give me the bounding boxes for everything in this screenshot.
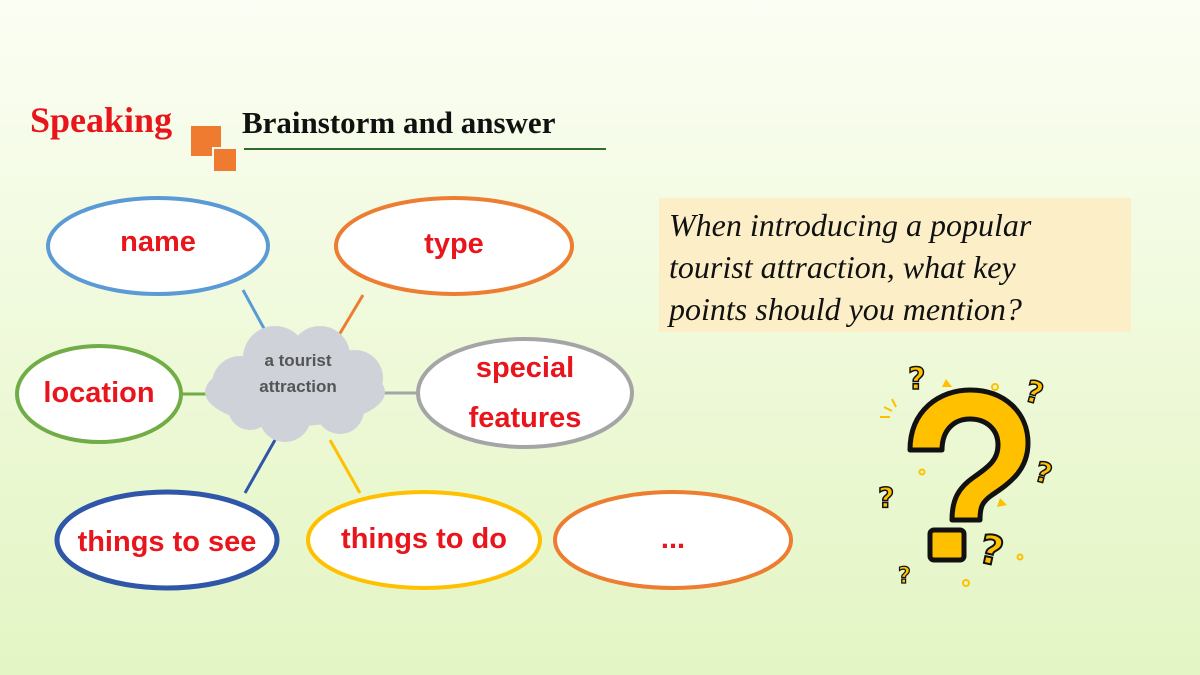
center-label-line1: a tourist (264, 351, 332, 370)
svg-text:?: ? (878, 481, 894, 514)
node-more-outline (553, 490, 793, 590)
node-things-to-do-outline (306, 490, 542, 590)
svg-text:?: ? (1031, 455, 1055, 491)
node-things-to-see-outline (54, 489, 280, 591)
node-location: location (43, 377, 155, 409)
question-marks-art: ? ? ? ? ? ? (877, 361, 1056, 589)
center-label: a tourist attraction (238, 348, 358, 400)
question-marks-icon: ? ? ? ? ? ? (870, 355, 1070, 595)
node-special-features-line2: features (468, 402, 582, 434)
svg-text:?: ? (908, 362, 925, 397)
node-type-outline (334, 196, 574, 296)
node-type: type (424, 228, 484, 260)
node-location-outline (15, 344, 183, 444)
section-label: Speaking (30, 100, 173, 140)
question-box: When introducing a popular tourist attra… (659, 198, 1131, 332)
node-special-features: special features (418, 343, 632, 443)
node-special-features-line1: special (475, 352, 575, 384)
node-name: name (120, 226, 196, 258)
node-things-to-do: things to do (341, 523, 507, 555)
node-more: ... (660, 523, 686, 555)
question-line3: points should you mention? (669, 291, 1022, 327)
node-special-features-outline (416, 337, 634, 449)
node-name-outline (46, 196, 270, 296)
slide-header: Speaking Brainstorm and answer (0, 0, 1200, 180)
center-cloud (205, 326, 385, 442)
orange-square-small-icon (212, 147, 236, 171)
question-line2: tourist attraction, what key (669, 249, 1016, 285)
subtitle-underline (244, 148, 606, 150)
slide-subtitle: Brainstorm and answer (242, 105, 556, 140)
question-line1: When introducing a popular (669, 207, 1032, 243)
node-things-to-see: things to see (77, 526, 257, 558)
svg-text:?: ? (975, 526, 1007, 576)
svg-text:?: ? (1021, 374, 1047, 412)
connector-things-to-do (328, 439, 362, 494)
center-label-line2: attraction (259, 377, 337, 396)
connector-things-to-see (243, 439, 277, 494)
svg-text:?: ? (898, 564, 911, 589)
